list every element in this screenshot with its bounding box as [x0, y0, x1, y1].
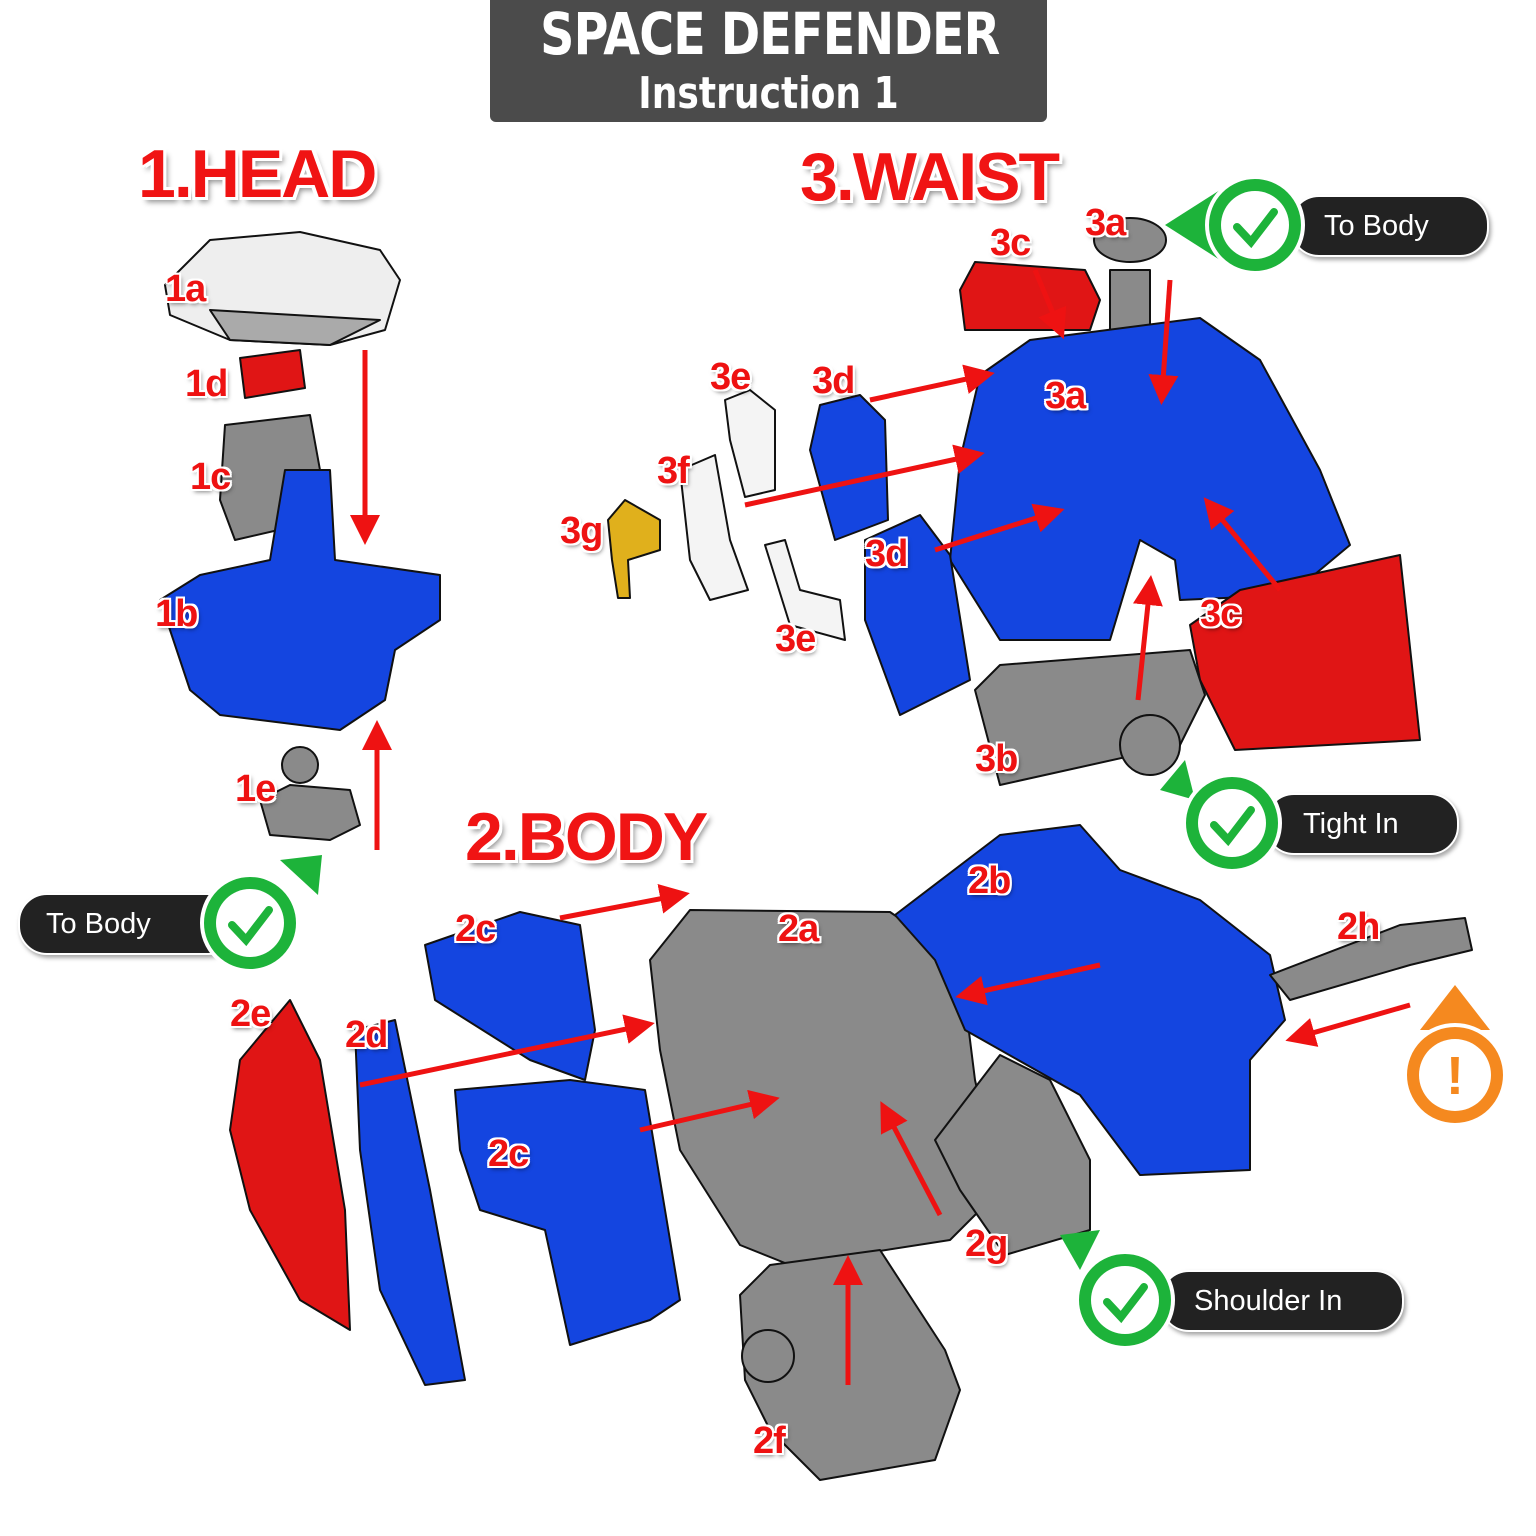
part-2b-back	[894, 824, 1286, 1176]
callout-to-body-left-label: To Body	[18, 893, 237, 955]
label-2c-top: 2c	[455, 908, 496, 950]
part-2g	[934, 1054, 1091, 1256]
label-1b: 1b	[155, 593, 198, 635]
section-waist-title: 3.WAIST	[800, 139, 1060, 215]
part-3d	[864, 514, 971, 716]
callout-tight-in-label: Tight In	[1265, 793, 1459, 855]
label-3f: 3f	[657, 450, 690, 492]
label-2c: 2c	[488, 1133, 529, 1175]
callout-shoulder-in-label: Shoulder In	[1160, 1270, 1404, 1332]
part-2c-top	[424, 911, 596, 1081]
part-3c-top	[959, 261, 1101, 331]
warning-callout: !	[1403, 985, 1507, 1127]
part-3d-top	[809, 394, 889, 541]
part-2c	[454, 1079, 681, 1346]
callout-to-body-top-label: To Body	[1290, 195, 1489, 257]
label-3b: 3b	[975, 738, 1018, 780]
callout-text: To Body	[1324, 210, 1429, 242]
section-body-title: 2.BODY	[465, 799, 708, 875]
label-2d: 2d	[345, 1014, 388, 1056]
title-banner: SPACE DEFENDER Instruction 1	[490, 0, 1047, 122]
label-2h: 2h	[1337, 906, 1380, 948]
part-2f-ball	[741, 1329, 795, 1383]
label-3c: 3c	[1200, 593, 1241, 635]
label-3e: 3e	[775, 618, 816, 660]
title-sub: Instruction 1	[638, 68, 899, 119]
label-2b: 2b	[968, 860, 1011, 902]
part-3a-waist	[949, 317, 1351, 641]
part-3e-top	[724, 389, 776, 498]
label-2e: 2e	[230, 993, 271, 1035]
label-2a: 2a	[778, 908, 819, 950]
label-3a-top: 3a	[1085, 202, 1126, 244]
part-1d	[239, 349, 306, 399]
callout-text: Shoulder In	[1194, 1285, 1343, 1317]
label-3a: 3a	[1045, 375, 1086, 417]
part-2d	[354, 1019, 466, 1386]
label-1d: 1d	[185, 363, 228, 405]
part-3f	[679, 454, 749, 601]
label-3d-top: 3d	[812, 360, 855, 402]
section-head-title: 1.HEAD	[138, 136, 377, 212]
exclamation-icon: !	[1446, 1046, 1464, 1106]
callout-text: To Body	[46, 908, 151, 940]
callout-text: Tight In	[1303, 808, 1399, 840]
part-1e-ball-joint	[259, 784, 361, 841]
part-1a-visor	[209, 309, 381, 346]
assembly-arrows	[350, 269, 1411, 1385]
label-3d: 3d	[865, 533, 908, 575]
label-1c: 1c	[190, 456, 231, 498]
title-main: SPACE DEFENDER	[540, 0, 1000, 68]
label-1a: 1a	[165, 268, 206, 310]
label-2g: 2g	[965, 1223, 1008, 1265]
part-1b-head-body	[159, 469, 441, 731]
label-3c-top: 3c	[990, 222, 1031, 264]
label-1e: 1e	[235, 768, 276, 810]
part-2a-torso	[649, 909, 1001, 1266]
part-1e-ball	[281, 746, 319, 784]
part-2e	[229, 999, 351, 1331]
label-3g: 3g	[560, 510, 603, 552]
part-3e	[764, 539, 846, 641]
part-2h-gun	[1269, 917, 1473, 1001]
part-3g	[607, 499, 661, 599]
label-2f: 2f	[753, 1420, 786, 1462]
label-3e-top: 3e	[710, 356, 751, 398]
part-3b-ball	[1119, 714, 1181, 776]
